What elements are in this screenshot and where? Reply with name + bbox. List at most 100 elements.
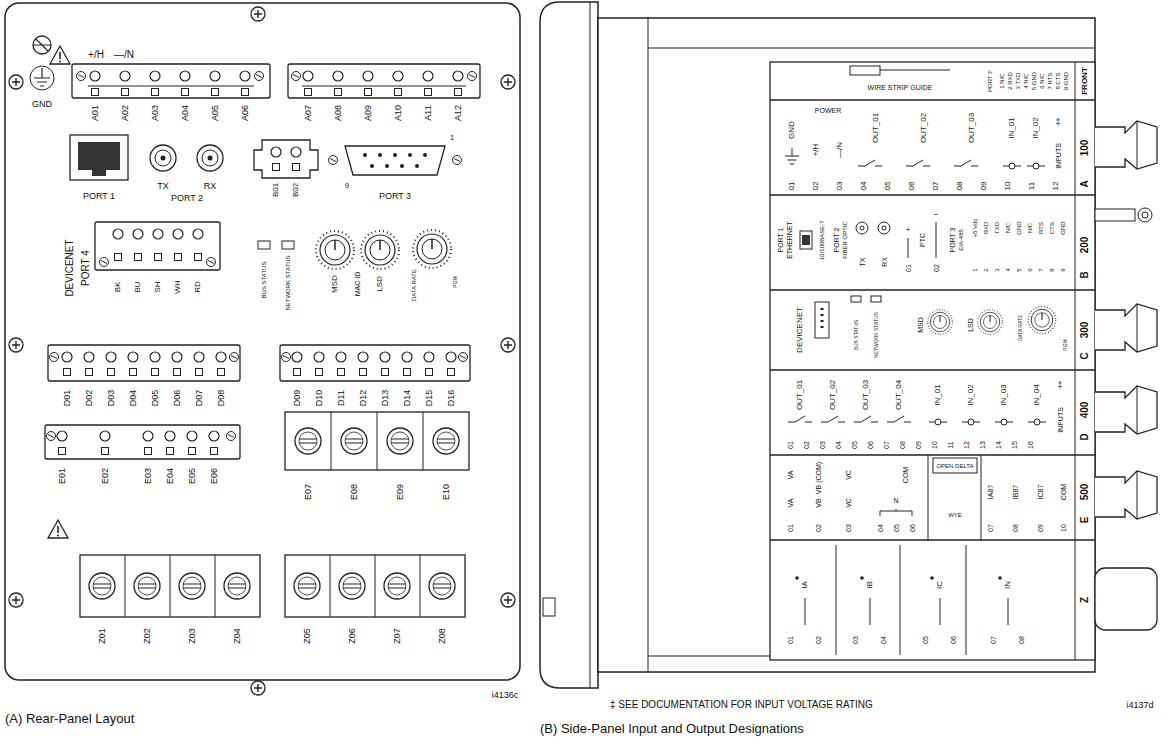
- panel-label: PORT 3: [379, 192, 411, 201]
- pin-label: IN_01: [934, 384, 942, 405]
- rear-panel-part: [360, 369, 367, 376]
- rear-panel-part: [459, 353, 468, 362]
- pin-label: BUS STATUS: [261, 262, 267, 299]
- rear-panel-part: [453, 156, 462, 165]
- rear-panel-part: [30, 66, 54, 90]
- pin-label: BUS STATUS: [854, 320, 859, 351]
- rear-panel-part: [230, 353, 239, 362]
- rear-panel-part: [335, 89, 342, 96]
- rear-panel-part: [423, 71, 433, 81]
- side-panel-part: [815, 302, 829, 338]
- pin-label: IB: [866, 581, 874, 589]
- panel-label: (A) Rear-Panel Layout: [5, 712, 134, 725]
- pin-label: 15: [1011, 441, 1018, 449]
- pin-label: DEVICENET: [796, 307, 804, 353]
- panel-label: 1: [450, 134, 454, 142]
- rear-panel-part: [402, 352, 412, 362]
- pin-label: 04: [835, 441, 842, 449]
- pin-label: D13: [381, 390, 390, 407]
- pin-label: 7: [1038, 268, 1044, 271]
- pin-label: OUT_02: [829, 380, 837, 410]
- side-panel-part: [878, 222, 890, 234]
- pin-label: PORT 1: [777, 227, 784, 252]
- pin-label: 400: [1080, 402, 1090, 419]
- pin-label: 02: [815, 524, 822, 532]
- pin-label: N/C: [1027, 223, 1033, 233]
- rear-panel-part: [393, 71, 403, 81]
- pin-label: IB87: [1012, 485, 1019, 499]
- pin-label: A12: [454, 105, 463, 121]
- rear-panel-part: [50, 46, 70, 64]
- rear-panel-part: [331, 412, 423, 470]
- pin-label: 16: [1027, 441, 1034, 449]
- pin-label: 04: [860, 182, 868, 191]
- pin-label: Z05: [303, 628, 312, 644]
- pin-label: 500: [1080, 484, 1090, 501]
- pin-label: 200: [1080, 237, 1090, 254]
- rear-panel-part: [240, 71, 250, 81]
- side-panel-part: [880, 70, 950, 71]
- rear-panel-part: [426, 369, 433, 376]
- rear-panel-part: [208, 156, 213, 161]
- rear-panel-part: [363, 153, 427, 168]
- side-panel-part: [800, 231, 812, 249]
- pin-label: D14: [403, 390, 412, 407]
- rear-panel-part: [125, 555, 215, 617]
- pin-label: PORT F: [987, 70, 993, 92]
- rear-panel-part: [172, 352, 182, 362]
- pin-label: 10: [931, 441, 938, 449]
- side-panel-part: [929, 419, 947, 425]
- pin-label: 6: [1027, 268, 1033, 271]
- rear-panel-part: [180, 71, 190, 81]
- rear-panel-part: [9, 593, 23, 607]
- panel-label: i4137d: [1126, 701, 1153, 710]
- rear-panel-part: [282, 241, 294, 249]
- rear-panel-part: [202, 150, 218, 166]
- rear-panel-part: [195, 254, 202, 261]
- rear-panel-part: [501, 75, 515, 89]
- rear-panel-part: [179, 573, 205, 599]
- rear-panel-part: [92, 170, 106, 176]
- pin-label: D: [1080, 433, 1090, 440]
- pin-label: 04: [877, 524, 884, 532]
- pin-label: D01: [63, 390, 72, 407]
- panel-label: OPEN DELTA: [936, 463, 973, 469]
- panel-label: ‡: [1055, 118, 1060, 127]
- pin-label: 2 RXD: [1007, 72, 1013, 90]
- pin-label: 10: [1004, 182, 1012, 191]
- rear-panel-part: [224, 573, 250, 599]
- side-panel-part: [785, 148, 799, 164]
- rear-panel-part-part: [363, 153, 367, 157]
- pin-label: OUT_04: [895, 380, 903, 410]
- side-panel-part: [851, 296, 861, 302]
- rear-panel-part: [395, 89, 402, 96]
- pin-label: 06: [867, 441, 874, 449]
- pin-label: MSD: [917, 317, 924, 333]
- rear-panel-part: [212, 89, 219, 96]
- pin-label: COM: [1060, 484, 1067, 500]
- pin-label: D12: [359, 390, 368, 407]
- side-panel-part: [770, 62, 1095, 660]
- pin-label: 03: [845, 524, 852, 532]
- pin-label: 08: [1012, 524, 1019, 532]
- pin-label: 12: [963, 441, 970, 449]
- pin-label: MSD: [331, 275, 339, 293]
- side-panel-part: [887, 416, 911, 422]
- side-panel-part: [1142, 212, 1148, 218]
- pin-label: 05: [893, 524, 900, 532]
- rear-panel-part: [50, 353, 59, 362]
- rear-panel-part: [227, 432, 236, 441]
- rear-panel-part: [218, 369, 225, 376]
- side-panel-part: [648, 18, 649, 672]
- pin-label: E: [1080, 517, 1090, 524]
- pin-label: GND: [1016, 221, 1022, 234]
- pin-label: 02: [933, 264, 940, 272]
- pin-label: D08: [217, 390, 226, 407]
- pin-label: 05: [851, 441, 858, 449]
- rear-panel-part: [280, 345, 470, 381]
- side-panel-part: [1028, 419, 1046, 425]
- side-panel-part: [995, 419, 1013, 425]
- panel-label: WYE: [948, 512, 962, 518]
- pin-label: Z01: [98, 628, 107, 644]
- pin-label: C: [1080, 352, 1090, 359]
